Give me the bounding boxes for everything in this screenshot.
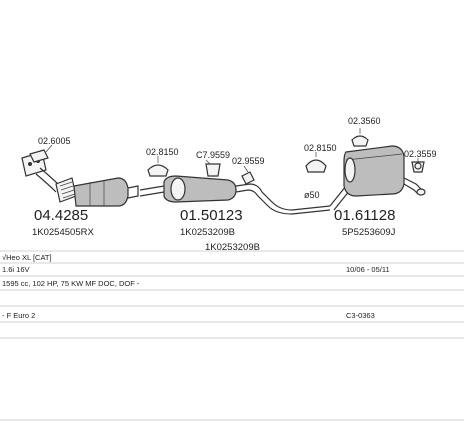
callout-mount-rear: 02.3559 [404,149,437,159]
vehicle-info-table [0,250,464,421]
oe-code-rear: 5P5253609J [342,227,396,238]
part-number-rear: 01.61128 [334,207,395,224]
callout-hanger-centre: 02.9559 [232,156,265,166]
oe-code-front: 1K0254505RX [32,227,94,238]
callout-gasket: 02.6005 [38,136,71,146]
oe-code-centre: 1K0253209B [180,227,235,238]
engine-specs: 1595 cc, 102 HP, 75 KW MF DOC, DOF - [2,279,140,288]
catalog-reference: C3-0363 [346,311,375,320]
rear-silencer-drawing [305,128,426,211]
vehicle-model: √Heo XL [CAT] [2,253,52,262]
oe-code-centre-alt: 1K0253209B [205,242,260,253]
part-number-front: 04.4285 [34,207,88,224]
callout-hanger-rear: 02.3560 [348,116,381,126]
emission-class: - F Euro 2 [2,311,35,320]
callout-clamp-rear: 02.8150 [304,143,337,153]
engine-type: 1.6i 16V [2,265,30,274]
callout-clamp-front: 02.8150 [146,147,179,157]
production-years: 10/06 - 05/11 [346,265,390,274]
centre-silencer-drawing [139,156,331,215]
pipe-diameter-label: ø50 [304,190,320,200]
callout-mount-centre: C7.9559 [196,150,230,160]
part-number-centre: 01.50123 [180,207,243,224]
front-pipe-catalyst-drawing [21,144,139,207]
